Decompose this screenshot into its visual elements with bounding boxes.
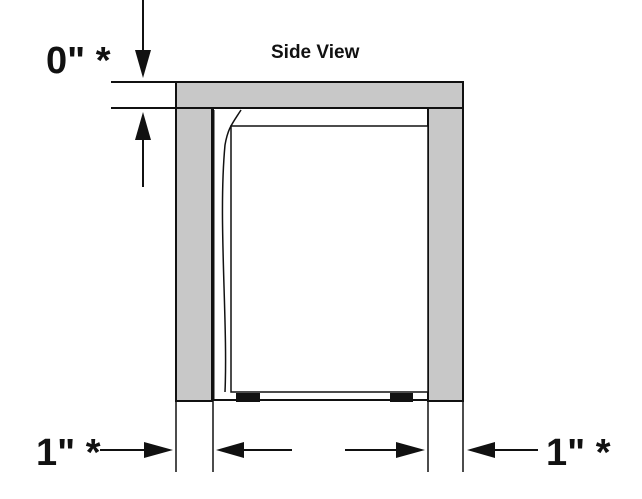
depth-arrow-left-head: [216, 442, 244, 458]
bottom-extension-lines: [175, 401, 464, 472]
front-foot: [236, 393, 260, 402]
left-arrow-head: [144, 442, 173, 458]
appliance-feet: [236, 393, 413, 402]
appliance: [211, 107, 429, 401]
cabinet-opening: [175, 81, 464, 402]
top-arrow-head-down: [135, 50, 151, 78]
diagram-title: Side View: [271, 42, 360, 63]
cabinet-left-panel: [175, 107, 213, 402]
appliance-door-curve: [221, 109, 242, 393]
left-clearance-label: 1" *: [36, 432, 101, 474]
depth-dimension: [216, 442, 425, 458]
right-clearance-arrow: [467, 442, 538, 458]
right-clearance-label: 1" *: [546, 432, 611, 474]
appliance-inner-panel: [230, 125, 429, 393]
rear-foot: [390, 393, 413, 402]
cabinet-right-panel: [427, 107, 464, 402]
cabinet-top-panel: [175, 81, 464, 109]
depth-arrow-right-head: [396, 442, 425, 458]
top-arrow-head-up: [135, 112, 151, 140]
top-clearance-label: 0" *: [46, 40, 111, 82]
right-arrow-head: [467, 442, 495, 458]
left-clearance-arrow: [100, 442, 173, 458]
top-clearance-dimension: [111, 0, 176, 187]
